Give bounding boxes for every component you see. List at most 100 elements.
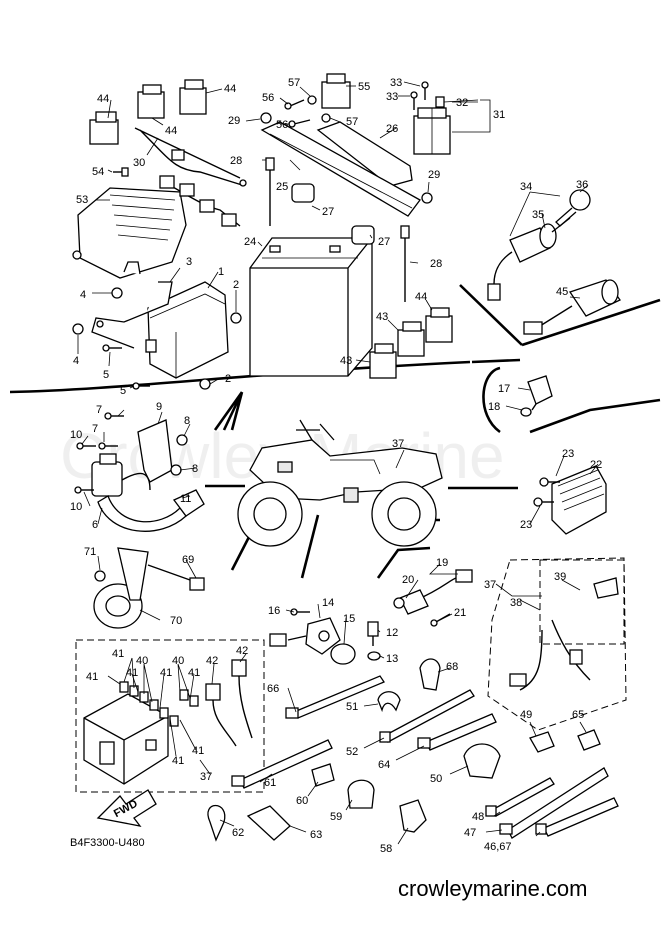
relay-44-d <box>425 307 453 343</box>
nut-8b <box>170 464 182 476</box>
fuse-32 <box>435 96 445 108</box>
bolt-7b <box>98 442 118 450</box>
bolt-5a <box>102 344 122 352</box>
bolt-23b <box>533 497 554 507</box>
cable-tie-46-67 <box>535 797 619 837</box>
clamp-59 <box>347 779 375 809</box>
wire-harness-30 <box>134 127 247 227</box>
label-43: 43 <box>340 355 352 367</box>
nut-2b <box>199 378 211 390</box>
label-22: 22 <box>590 459 602 471</box>
relay-44-c <box>179 79 207 115</box>
rectifier-22 <box>551 465 607 535</box>
label-33: 33 <box>386 91 398 103</box>
label-68: 68 <box>446 661 458 673</box>
clamp-63 <box>246 805 291 841</box>
label-20: 20 <box>402 574 414 586</box>
band-52 <box>379 689 475 743</box>
label-44: 44 <box>415 291 427 303</box>
rod-28a <box>265 157 275 226</box>
leader-lines <box>77 81 599 845</box>
cable-tie-64 <box>417 713 497 751</box>
label-7: 7 <box>96 404 102 416</box>
relay-43-b <box>397 321 425 357</box>
label-6: 6 <box>92 519 98 531</box>
label-53: 53 <box>76 194 88 206</box>
label-15: 15 <box>343 613 355 625</box>
sub-harness-outline <box>487 557 627 731</box>
label-69: 69 <box>182 554 194 566</box>
switch-45 <box>523 279 621 335</box>
nut-2a <box>230 312 242 324</box>
label-10: 10 <box>70 501 82 513</box>
label-41: 41 <box>192 745 204 757</box>
relay-44-b <box>137 84 165 119</box>
label-59: 59 <box>330 811 342 823</box>
label-56: 56 <box>276 119 288 131</box>
fuse-block-31 <box>413 107 451 155</box>
clamp-60 <box>311 763 335 787</box>
label-32: 32 <box>456 97 468 109</box>
nut-29a <box>260 112 272 124</box>
sub-harness-38 <box>509 577 619 691</box>
washer-57a <box>307 95 317 105</box>
sensor-14 <box>269 617 341 655</box>
label-13: 13 <box>386 653 398 665</box>
damper-27a <box>291 183 315 203</box>
label-56: 56 <box>262 92 274 104</box>
bolt-23a <box>539 477 560 487</box>
label-30: 30 <box>133 157 145 169</box>
label-18: 18 <box>488 401 500 413</box>
label-35: 35 <box>532 209 544 221</box>
bolt-56b <box>288 119 311 128</box>
washer-57b <box>321 113 331 123</box>
label-41: 41 <box>188 667 200 679</box>
switch-12 <box>367 621 379 646</box>
label-45: 45 <box>556 286 568 298</box>
label-38: 38 <box>510 597 522 609</box>
relay-55 <box>321 73 351 109</box>
label-34: 34 <box>520 181 532 193</box>
label-17: 17 <box>498 383 510 395</box>
label-2: 2 <box>225 373 231 385</box>
label-61: 61 <box>264 777 276 789</box>
label-48: 48 <box>472 811 484 823</box>
label-41: 41 <box>160 667 172 679</box>
label-7: 7 <box>92 423 98 435</box>
cable-tie-61 <box>231 739 333 789</box>
nut-4b <box>72 323 84 335</box>
o-ring-20 <box>393 597 405 609</box>
cap-11 <box>172 489 205 517</box>
bolt-5b <box>132 382 150 390</box>
screw-54 <box>113 167 129 177</box>
label-40: 40 <box>172 655 184 667</box>
label-27: 27 <box>322 206 334 218</box>
label-28: 28 <box>430 258 442 270</box>
label-14: 14 <box>322 597 334 609</box>
label-39: 39 <box>554 571 566 583</box>
label-37: 37 <box>392 438 404 450</box>
clamp-68 <box>419 658 441 691</box>
label-36: 36 <box>576 179 588 191</box>
label-5: 5 <box>103 369 109 381</box>
battery-24 <box>249 237 373 377</box>
label-66: 66 <box>267 683 279 695</box>
relay-43-a <box>369 343 397 379</box>
label-42: 42 <box>206 655 218 667</box>
label-12: 12 <box>386 627 398 639</box>
label-8: 8 <box>192 463 198 475</box>
label-64: 64 <box>378 759 390 771</box>
main-switch-34 <box>487 223 557 301</box>
ecu-unit <box>72 187 187 279</box>
label-25: 25 <box>276 181 288 193</box>
clamp-62 <box>207 805 226 842</box>
label-29: 29 <box>228 115 240 127</box>
label-1: 1 <box>218 266 224 278</box>
clamp-51 <box>377 691 401 713</box>
label-28: 28 <box>230 155 242 167</box>
band-47 <box>499 767 609 839</box>
label-2: 2 <box>233 279 239 291</box>
label-62: 62 <box>232 827 244 839</box>
rod-28b <box>400 225 410 302</box>
